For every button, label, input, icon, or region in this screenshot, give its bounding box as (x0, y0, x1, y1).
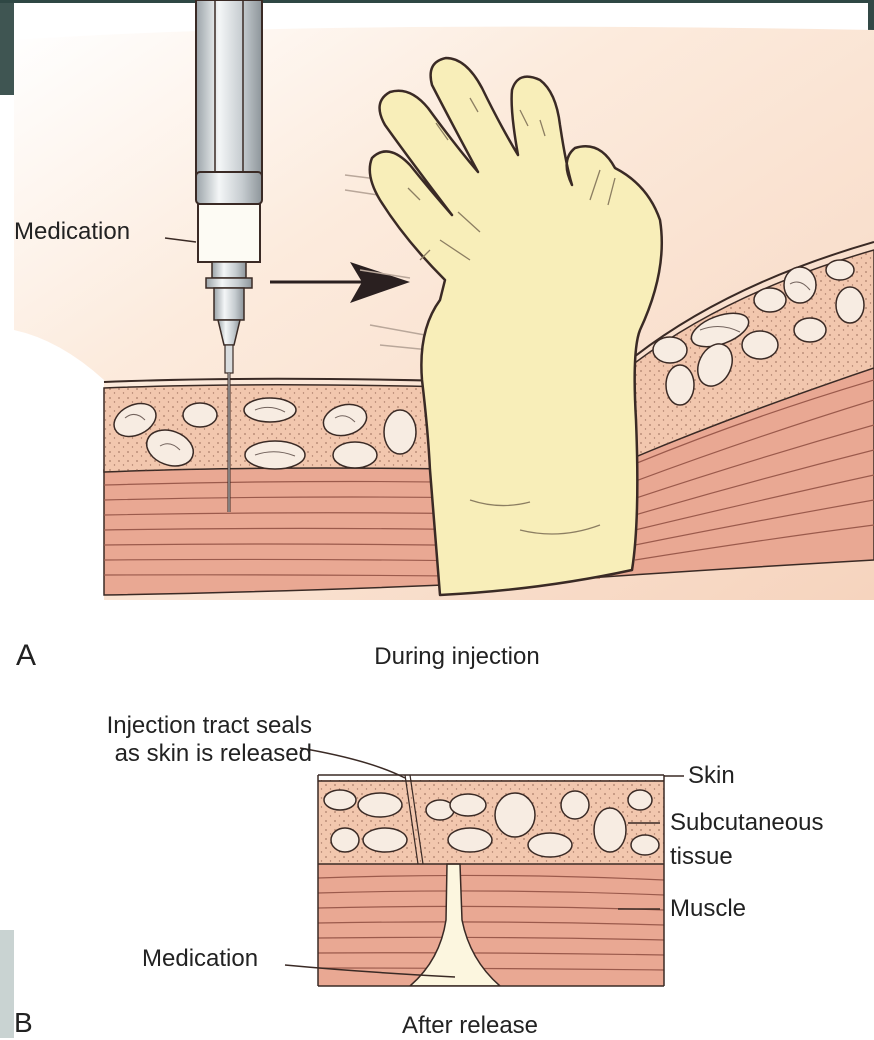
panel-a-caption: During injection (342, 643, 572, 671)
subcutaneous-label-line1: Subcutaneous (670, 809, 823, 837)
subcutaneous-label-line2: tissue (670, 843, 733, 871)
muscle-label: Muscle (670, 895, 746, 923)
tract-label-line1: Injection tract seals (20, 712, 312, 740)
panel-a-letter: A (16, 640, 36, 672)
tract-label-line2: as skin is released (20, 740, 312, 768)
panel-b-caption: After release (370, 1012, 570, 1040)
medication-label-a: Medication (14, 218, 130, 246)
skin-label: Skin (688, 762, 735, 790)
panel-a-illustration (14, 0, 874, 600)
panel-b-letter: B (14, 1008, 33, 1038)
medication-label-b: Medication (142, 945, 258, 973)
panel-b-illustration (318, 780, 664, 986)
